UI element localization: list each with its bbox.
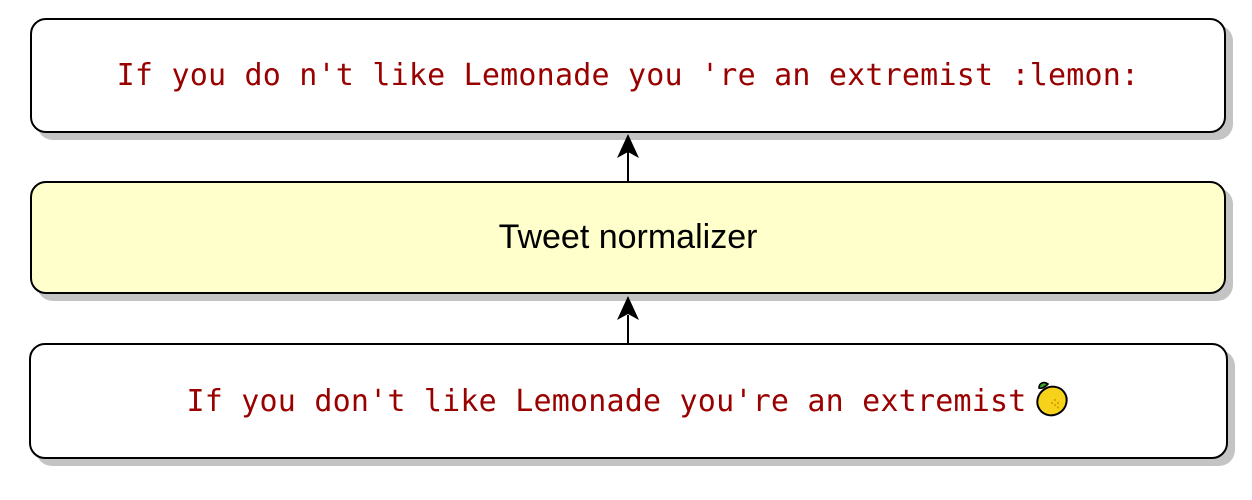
output-tweet-box: If you do n't like Lemonade you 're an e… — [30, 18, 1226, 133]
arrow-input-to-normalizer — [617, 296, 639, 343]
input-tweet-box: If you don't like Lemonade you're an ext… — [29, 343, 1228, 459]
arrow-normalizer-to-output — [617, 134, 639, 181]
input-tweet-text: If you don't like Lemonade you're an ext… — [186, 383, 1027, 419]
tweet-normalizer-label: Tweet normalizer — [498, 218, 758, 256]
output-tweet-text: If you do n't like Lemonade you 're an e… — [116, 58, 1140, 93]
tweet-normalizer-box: Tweet normalizer — [30, 181, 1226, 294]
lemon-emoji-icon — [1031, 378, 1071, 418]
